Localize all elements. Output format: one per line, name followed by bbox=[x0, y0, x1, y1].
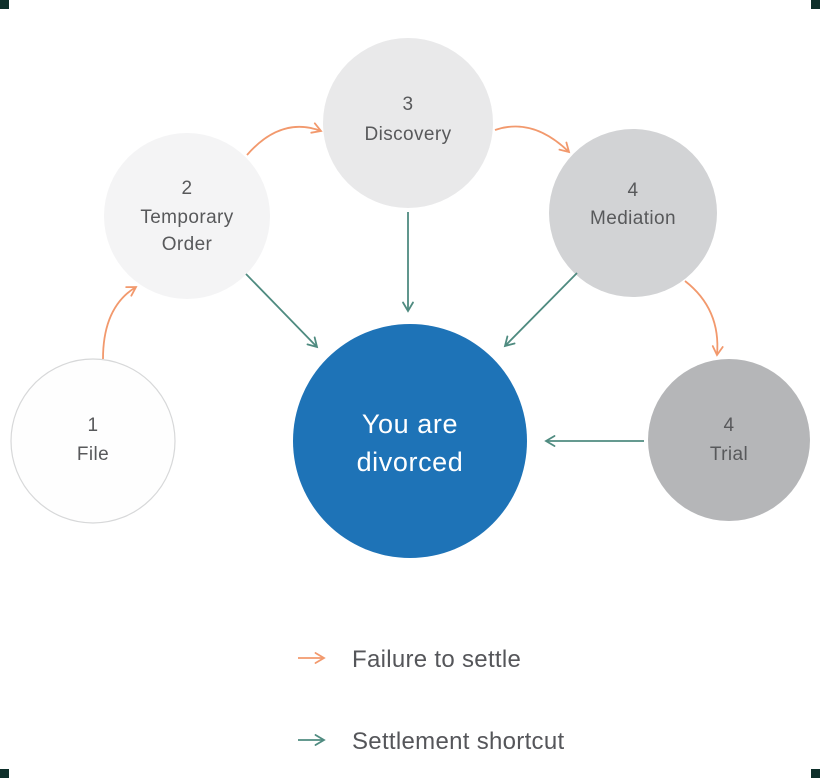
node-trial-label: Trial bbox=[710, 444, 748, 465]
node-mediation-number: 4 bbox=[628, 180, 639, 201]
node-discovery-circle bbox=[323, 38, 493, 208]
corner-mark-top-left bbox=[0, 0, 9, 9]
node-temporary-order-circle bbox=[104, 133, 270, 299]
node-divorced-label-line2: divorced bbox=[357, 447, 464, 477]
node-file-number: 1 bbox=[88, 415, 99, 436]
arrow-file-to-temporary-order bbox=[102, 286, 138, 360]
node-trial-number: 4 bbox=[724, 415, 735, 436]
arrow-mediation-to-trial bbox=[684, 280, 724, 357]
node-file-label: File bbox=[77, 444, 109, 465]
node-temporary-order-number: 2 bbox=[182, 178, 193, 199]
legend-settlement-label: Settlement shortcut bbox=[352, 728, 564, 755]
node-file-circle bbox=[10, 358, 176, 524]
corner-mark-bottom-right bbox=[811, 769, 820, 778]
node-discovery-label: Discovery bbox=[364, 124, 451, 145]
node-temporary-order-label-line2: Order bbox=[162, 234, 213, 255]
node-divorced-label-line1: You are bbox=[362, 409, 458, 439]
arrow-temporary-order-to-discovery bbox=[246, 122, 323, 156]
node-mediation-label: Mediation bbox=[590, 208, 676, 229]
corner-mark-bottom-left bbox=[0, 769, 9, 778]
arrow-discovery-to-mediation bbox=[494, 125, 571, 154]
node-temporary-order-label-line1: Temporary bbox=[140, 207, 233, 228]
node-mediation-circle bbox=[549, 129, 717, 297]
corner-mark-top-right bbox=[811, 0, 820, 9]
arrow-temporary-order-to-divorced bbox=[245, 273, 319, 349]
legend-failure-label: Failure to settle bbox=[352, 646, 521, 673]
arrow-mediation-to-divorced bbox=[503, 272, 578, 348]
node-discovery-number: 3 bbox=[403, 94, 414, 115]
node-trial-circle bbox=[648, 359, 810, 521]
node-divorced-circle bbox=[293, 324, 527, 558]
